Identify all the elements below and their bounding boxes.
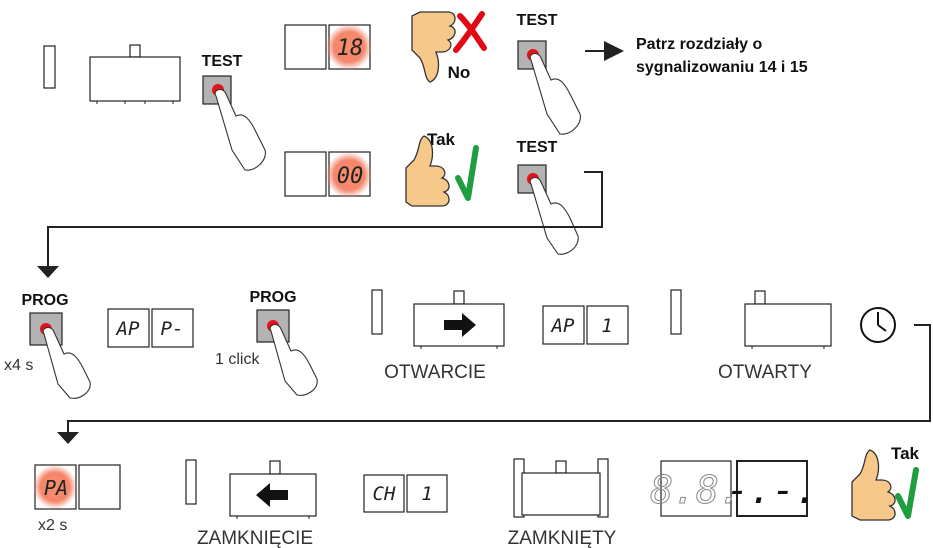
cross-icon xyxy=(453,11,487,53)
finger-hand-icon-2 xyxy=(529,52,581,135)
arrow-left-icon xyxy=(256,483,288,507)
test-label-3: TEST xyxy=(517,139,558,156)
test-label-1: TEST xyxy=(202,53,243,70)
display-88-text: 8.8. xyxy=(650,468,742,512)
display-p-dash-text: P- xyxy=(161,318,184,340)
display-ap-1-panel xyxy=(542,305,629,345)
prog-label-2: PROG xyxy=(249,289,296,306)
display-88-panel xyxy=(660,460,808,517)
photocell-post-4 xyxy=(185,459,197,505)
display-1-text-a: 1 xyxy=(601,315,612,337)
hold-label-1: x4 s xyxy=(4,357,33,374)
arrow-right-icon xyxy=(444,313,476,337)
display-00-panel xyxy=(284,151,372,198)
display-final-text: -.-. xyxy=(726,468,818,512)
closing-label: ZAMKNIĘCIE xyxy=(197,528,313,548)
hold-label-2: x2 s xyxy=(38,517,67,534)
display-pa-text: PA xyxy=(44,476,68,500)
display-1-text-b: 1 xyxy=(421,483,432,505)
test-label-2: TEST xyxy=(517,12,558,29)
check-icon-2 xyxy=(895,467,919,519)
prog-label-1: PROG xyxy=(21,292,68,309)
thumbs-down-icon xyxy=(411,11,456,83)
note-line-1: Patrz rozdziały o xyxy=(636,36,762,53)
flow-arrow-2 xyxy=(57,432,79,444)
check-icon-1 xyxy=(455,145,479,201)
gate-closing-box xyxy=(229,460,317,519)
click-label-1: 1 click xyxy=(215,351,260,368)
thumbs-up-icon-2 xyxy=(851,449,896,521)
photocell-post-2 xyxy=(371,289,383,335)
gate-motor-box-1 xyxy=(89,44,181,104)
display-ap-p-panel xyxy=(107,308,194,348)
yes-label-1: Tak xyxy=(427,130,456,149)
display-ap-text-1: AP xyxy=(116,318,140,340)
flow-connector-2 xyxy=(67,324,931,432)
finger-hand-icon-4 xyxy=(42,326,91,399)
closed-label: ZAMKNIĘTY xyxy=(508,528,617,548)
finger-hand-icon-3 xyxy=(529,176,579,255)
flow-connector-1 xyxy=(47,171,603,266)
clock-icon xyxy=(860,307,896,343)
yes-label-2: Tak xyxy=(891,444,920,463)
opened-label: OTWARTY xyxy=(718,362,812,383)
note-line-2: sygnalizowaniu 14 i 15 xyxy=(636,59,808,76)
display-18-text: 18 xyxy=(337,36,364,61)
photocell-post-3 xyxy=(670,289,682,335)
opening-label: OTWARCIE xyxy=(384,362,486,383)
gate-opened-box xyxy=(744,290,832,349)
finger-hand-icon-5 xyxy=(269,323,318,396)
photocell-post-1 xyxy=(43,45,56,89)
gate-closed-box xyxy=(513,458,609,518)
display-ch-1-panel xyxy=(363,474,448,513)
no-label: No xyxy=(448,63,471,82)
display-ap-text-2: AP xyxy=(551,315,575,337)
flow-arrow-1 xyxy=(37,266,59,278)
display-pa-panel xyxy=(33,464,121,510)
display-18-panel xyxy=(284,24,372,70)
finger-hand-icon xyxy=(214,88,266,171)
gate-opening-box xyxy=(413,290,505,349)
thumbs-up-icon xyxy=(405,135,450,207)
display-ch-text: CH xyxy=(373,483,396,505)
display-00-text: 00 xyxy=(337,164,364,189)
